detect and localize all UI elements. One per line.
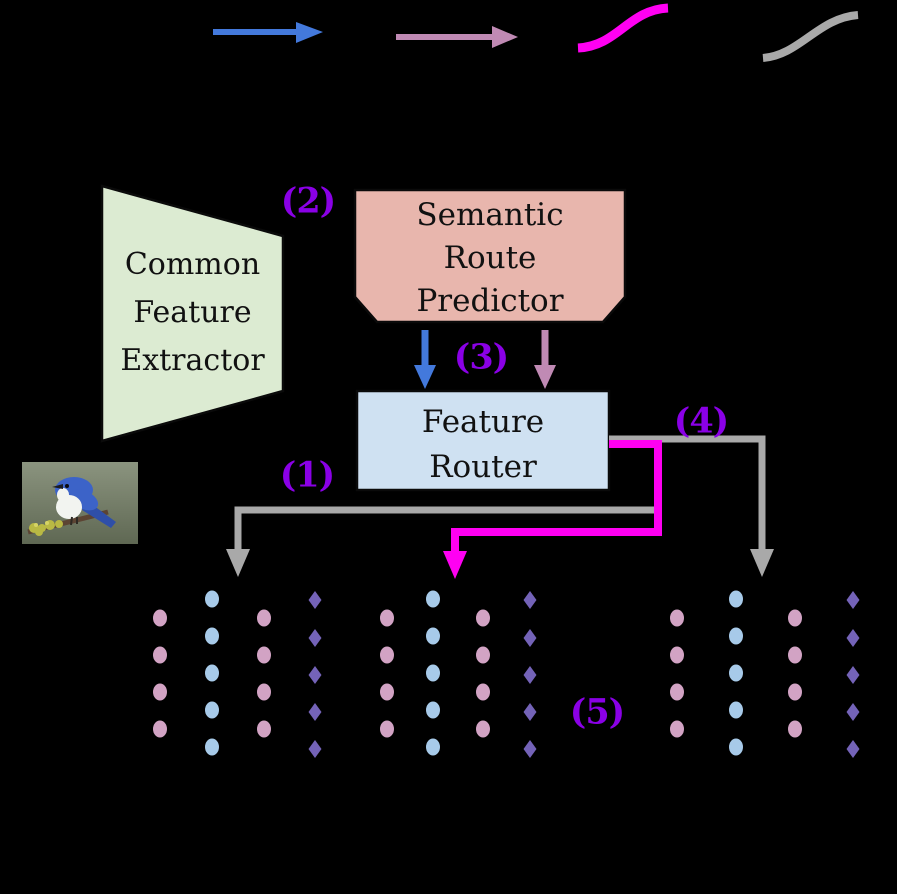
network-diamond (523, 591, 537, 609)
network-dot (788, 683, 802, 701)
network-diamond (308, 740, 322, 758)
network-dot (729, 590, 743, 608)
gray-route-arrowhead-right (750, 549, 774, 577)
blue-route-arrowhead (296, 22, 323, 43)
network-dot (729, 627, 743, 645)
network-diamond (846, 703, 860, 721)
gray-route-arrowhead-left (226, 549, 250, 577)
magenta-route-curve (577, 3, 669, 53)
network-dot (257, 646, 271, 664)
step-marker-4: (4) (673, 400, 729, 442)
network-diamond (523, 629, 537, 647)
network-dot (729, 738, 743, 756)
network-dot (476, 609, 490, 627)
magenta-route-arrowhead (443, 551, 467, 579)
network-dot (476, 646, 490, 664)
network-dot (476, 683, 490, 701)
router-output-connectors (226, 435, 774, 579)
network-dot (788, 646, 802, 664)
network-diamond (846, 666, 860, 684)
predictor-to-router-arrows (414, 330, 556, 389)
network-diamond (846, 740, 860, 758)
mauve-route-arrowhead (492, 26, 518, 48)
network-dot (205, 664, 219, 682)
extractor-shape (100, 184, 285, 443)
network-dot (426, 627, 440, 645)
network-dot (788, 720, 802, 738)
step-marker-5: (5) (569, 691, 625, 733)
network-dot (205, 627, 219, 645)
bird-legs (70, 516, 78, 526)
bird-eye (65, 484, 69, 488)
magenta-route-path (451, 440, 662, 553)
bird-throat (57, 488, 69, 502)
network-dot (670, 683, 684, 701)
network-dot (205, 701, 219, 719)
network-diamond (308, 591, 322, 609)
network-diamond (308, 666, 322, 684)
network-diamond (523, 666, 537, 684)
network-dot (153, 646, 167, 664)
network-diamond (523, 703, 537, 721)
network-dot (257, 683, 271, 701)
step-marker-2: (2) (280, 180, 336, 222)
router-shape (355, 389, 611, 492)
network-dot (670, 720, 684, 738)
expert-networks (153, 590, 860, 758)
legend (213, 3, 859, 62)
network-dot (426, 664, 440, 682)
network-dot (205, 590, 219, 608)
gray-route-curve (762, 11, 859, 62)
network-dot (476, 720, 490, 738)
network-dot (153, 609, 167, 627)
network-diamond (846, 629, 860, 647)
lichen (29, 520, 63, 536)
network-dot (426, 701, 440, 719)
network-diamond (308, 703, 322, 721)
network-dot (729, 664, 743, 682)
network-dot (670, 646, 684, 664)
network-dot (153, 683, 167, 701)
mauve-down-arrowhead (534, 365, 556, 389)
network-dot (729, 701, 743, 719)
network-dot (380, 646, 394, 664)
step-marker-1: (1) (279, 454, 335, 496)
bird-photo (22, 462, 138, 544)
network-dot (380, 683, 394, 701)
network-dot (380, 720, 394, 738)
network-dot (205, 738, 219, 756)
network-dot (670, 609, 684, 627)
network-dot (426, 738, 440, 756)
network-diamond (523, 740, 537, 758)
network-dot (257, 720, 271, 738)
network-diamond (308, 629, 322, 647)
predictor-shape (353, 188, 627, 324)
network-dot (153, 720, 167, 738)
blue-down-arrowhead (414, 365, 436, 389)
bird-beak (52, 484, 63, 489)
network-diamond (846, 591, 860, 609)
network-dot (380, 609, 394, 627)
network-dot (788, 609, 802, 627)
network-dot (426, 590, 440, 608)
step-marker-3: (3) (453, 336, 509, 378)
network-dot (257, 609, 271, 627)
